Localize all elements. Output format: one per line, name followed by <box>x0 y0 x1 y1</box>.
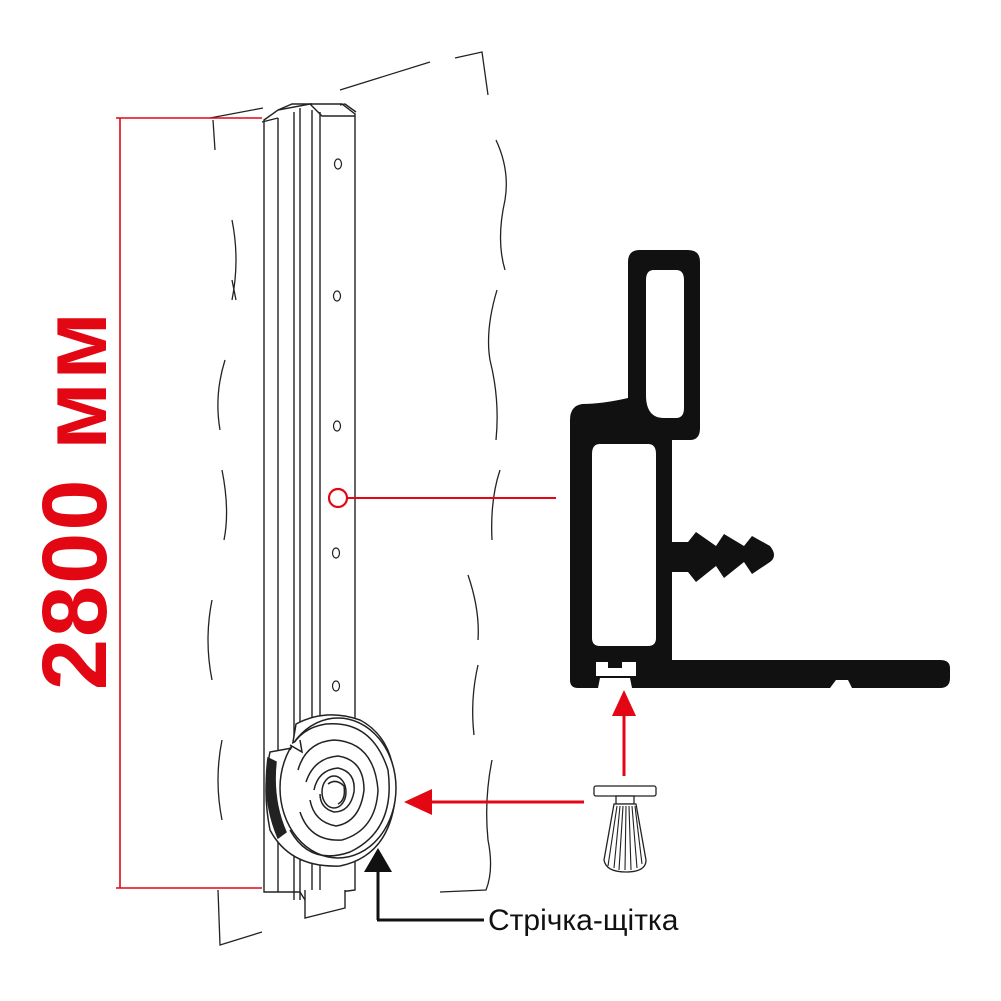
brush-strip-section <box>593 785 657 873</box>
section-pointer <box>327 487 556 509</box>
callout-label: Стрічка-щітка <box>488 904 679 937</box>
dimension-label: 2800 мм <box>24 310 126 690</box>
callout-leader <box>364 848 484 922</box>
hole <box>333 158 343 170</box>
arrow-up-to-slot <box>612 690 636 776</box>
arrow-left-to-coil <box>404 789 584 815</box>
hole <box>332 420 342 432</box>
hole <box>331 680 341 692</box>
hole <box>331 547 341 559</box>
cross-section-profile <box>570 250 950 688</box>
brush-strip-coil <box>265 714 397 867</box>
mounting-holes <box>331 158 343 692</box>
hole <box>332 290 342 302</box>
curtain-sketch <box>207 51 507 946</box>
dimension-line <box>116 117 262 889</box>
